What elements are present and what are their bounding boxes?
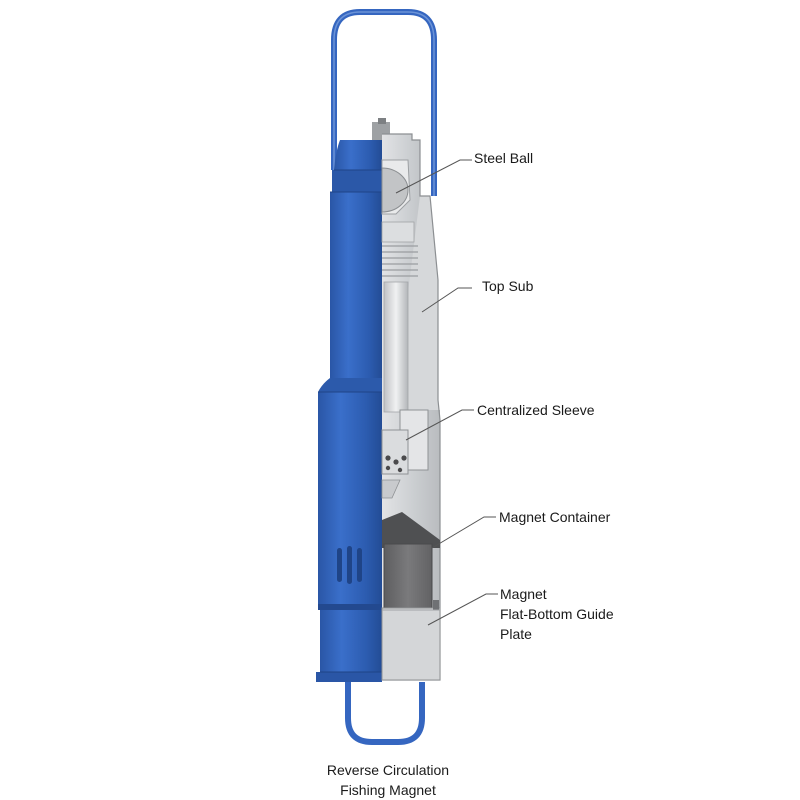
label-top-sub: Top Sub <box>482 278 534 294</box>
label-magnet-line2: Flat-Bottom Guide <box>500 606 614 622</box>
label-magnet-container: Magnet Container <box>499 509 611 525</box>
label-steel-ball: Steel Ball <box>474 150 534 166</box>
thread <box>382 245 418 277</box>
leader-lines <box>395 159 498 626</box>
bottom-handle <box>345 682 425 745</box>
steel-cutaway <box>372 118 441 681</box>
caption-line2: Fishing Magnet <box>340 782 436 798</box>
caption-line1: Reverse Circulation <box>326 762 450 778</box>
leader-steel-ball <box>395 159 472 194</box>
steel-ball <box>381 167 409 213</box>
leader-magnet-container <box>431 516 496 549</box>
diagram-caption: Reverse Circulation Fishing Magnet <box>250 760 526 800</box>
centralized-sleeve <box>381 409 429 499</box>
label-magnet-line1: Magnet <box>500 586 547 602</box>
leader-top-sub <box>421 287 472 313</box>
leader-centralized-sleeve <box>405 409 474 441</box>
leader-magnet-guide-plate <box>427 593 498 626</box>
label-centralized-sleeve: Centralized Sleeve <box>477 402 595 418</box>
label-magnet-line3: Plate <box>500 626 532 642</box>
magnet <box>383 543 433 609</box>
label-magnet-guide-plate: Magnet Flat-Bottom Guide Plate <box>500 584 614 644</box>
blue-outer-body <box>316 140 382 682</box>
